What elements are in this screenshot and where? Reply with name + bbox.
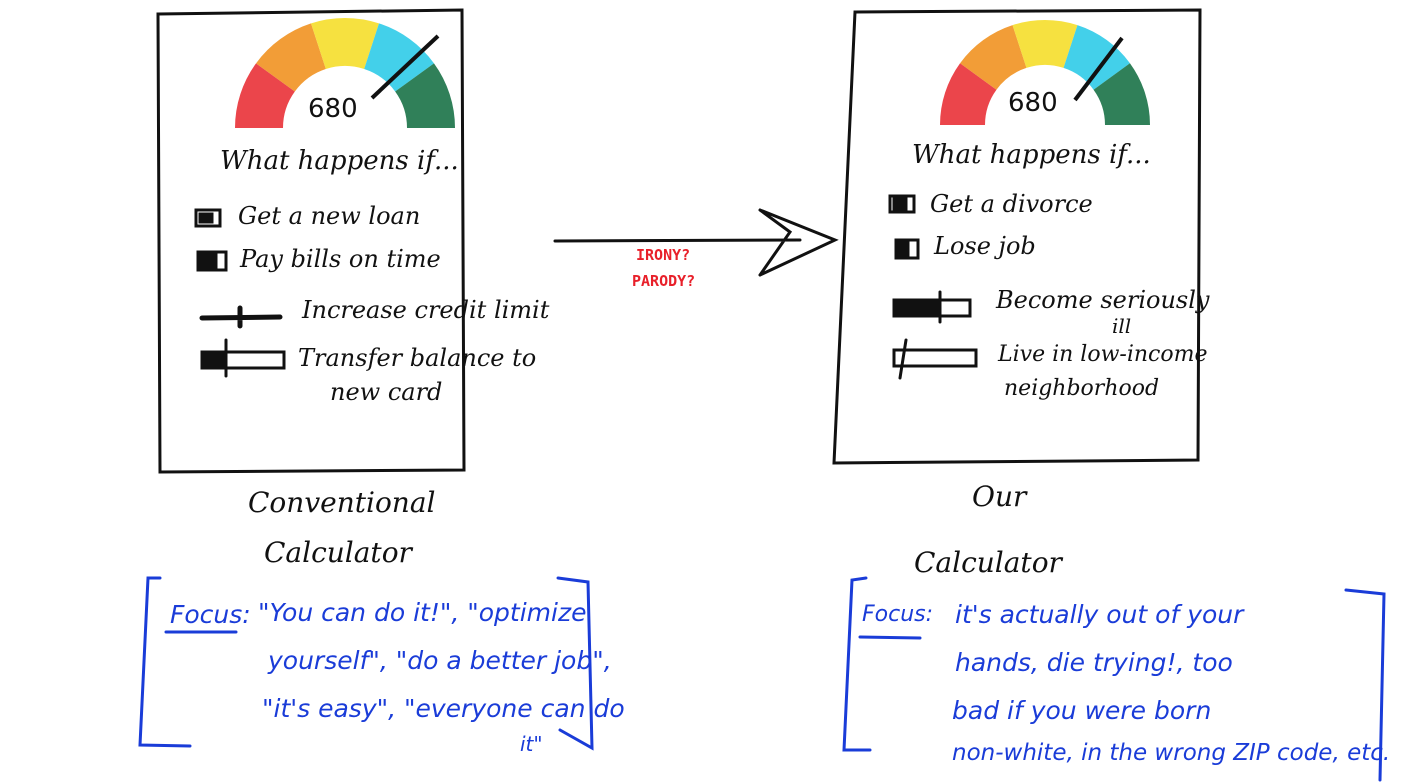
- left-focus-line: yourself", "do a better job",: [268, 646, 612, 675]
- left-slider-credit-limit[interactable]: Increase credit limit: [302, 296, 550, 324]
- right-caption: Our: [972, 480, 1027, 513]
- slider-fill: [892, 298, 942, 318]
- right-slider-low-income[interactable]: Live in low-income: [998, 342, 1208, 367]
- left-calculator-frame: [156, 8, 466, 474]
- left-credit-score: 680: [308, 94, 358, 124]
- left-focus-bracket-close: [556, 576, 594, 751]
- left-focus-line: "You can do it!", "optimize: [258, 598, 587, 627]
- slider-track[interactable]: [892, 348, 978, 368]
- right-credit-score: 680: [1008, 88, 1058, 118]
- comparison-arrow: [553, 208, 839, 277]
- slider-track[interactable]: [199, 305, 283, 329]
- left-gauge-segment: [395, 63, 455, 128]
- left-gauge-segment: [256, 23, 326, 92]
- right-slider-seriously-ill-line2: ill: [1112, 314, 1132, 338]
- right-focus-bracket-open: [842, 576, 872, 752]
- checkbox-fill: [198, 252, 218, 270]
- right-gauge-needle: [1073, 36, 1124, 102]
- left-slider-transfer-balance[interactable]: Transfer balance to: [298, 344, 537, 372]
- left-gauge-needle: [370, 34, 440, 100]
- right-slider-seriously-ill[interactable]: Become seriously: [996, 286, 1210, 314]
- checkbox-icon[interactable]: [888, 194, 916, 214]
- left-gauge-segment: [235, 63, 295, 128]
- left-prompt: What happens if...: [220, 146, 459, 176]
- checkbox-fill: [896, 240, 910, 258]
- right-option-lose-job[interactable]: Lose job: [934, 232, 1036, 260]
- left-caption-2: Calculator: [264, 536, 412, 569]
- left-focus-line: it": [520, 732, 543, 756]
- right-gauge-segment: [940, 63, 997, 125]
- arrow-note-parody: PARODY?: [632, 272, 696, 290]
- right-prompt: What happens if...: [912, 140, 1151, 170]
- right-gauge-segment: [1063, 25, 1130, 90]
- right-option-divorce[interactable]: Get a divorce: [930, 190, 1093, 218]
- arrow-note-irony: IRONY?: [636, 246, 691, 264]
- left-focus-line: "it's easy", "everyone can do: [262, 694, 625, 723]
- left-caption: Conventional: [248, 486, 436, 519]
- right-gauge-segment: [960, 25, 1027, 90]
- right-focus-line: hands, die trying!, too: [955, 648, 1233, 677]
- checkbox-icon[interactable]: [894, 238, 920, 260]
- right-focus-label: Focus:: [862, 602, 934, 627]
- slider-fill: [200, 350, 226, 370]
- left-gauge-segment: [364, 23, 434, 92]
- right-focus-bracket-close: [1344, 588, 1386, 782]
- checkbox-icon[interactable]: [194, 208, 222, 228]
- left-focus-bracket-open: [138, 576, 192, 748]
- checkbox-fill: [892, 197, 908, 211]
- right-gauge-segment: [1093, 63, 1150, 125]
- checkbox-fill: [198, 212, 214, 224]
- right-calculator-frame: [832, 8, 1202, 465]
- left-option-new-loan[interactable]: Get a new loan: [238, 202, 421, 230]
- right-focus-underline: [858, 635, 922, 640]
- right-focus-line: it's actually out of your: [955, 600, 1244, 629]
- left-slider-transfer-balance-line2: new card: [330, 378, 443, 406]
- checkbox-icon[interactable]: [196, 250, 228, 272]
- right-caption-2: Calculator: [914, 546, 1062, 579]
- right-focus-line: non-white, in the wrong ZIP code, etc.: [952, 740, 1391, 766]
- right-slider-low-income-line2: neighborhood: [1004, 376, 1160, 401]
- left-focus-label: Focus:: [170, 600, 251, 629]
- right-focus-line: bad if you were born: [952, 696, 1212, 725]
- slider-handle[interactable]: [898, 338, 908, 380]
- left-option-pay-bills[interactable]: Pay bills on time: [240, 245, 441, 273]
- left-gauge-segment: [311, 17, 379, 70]
- right-gauge-segment: [1012, 19, 1078, 68]
- gauges: [235, 17, 1150, 128]
